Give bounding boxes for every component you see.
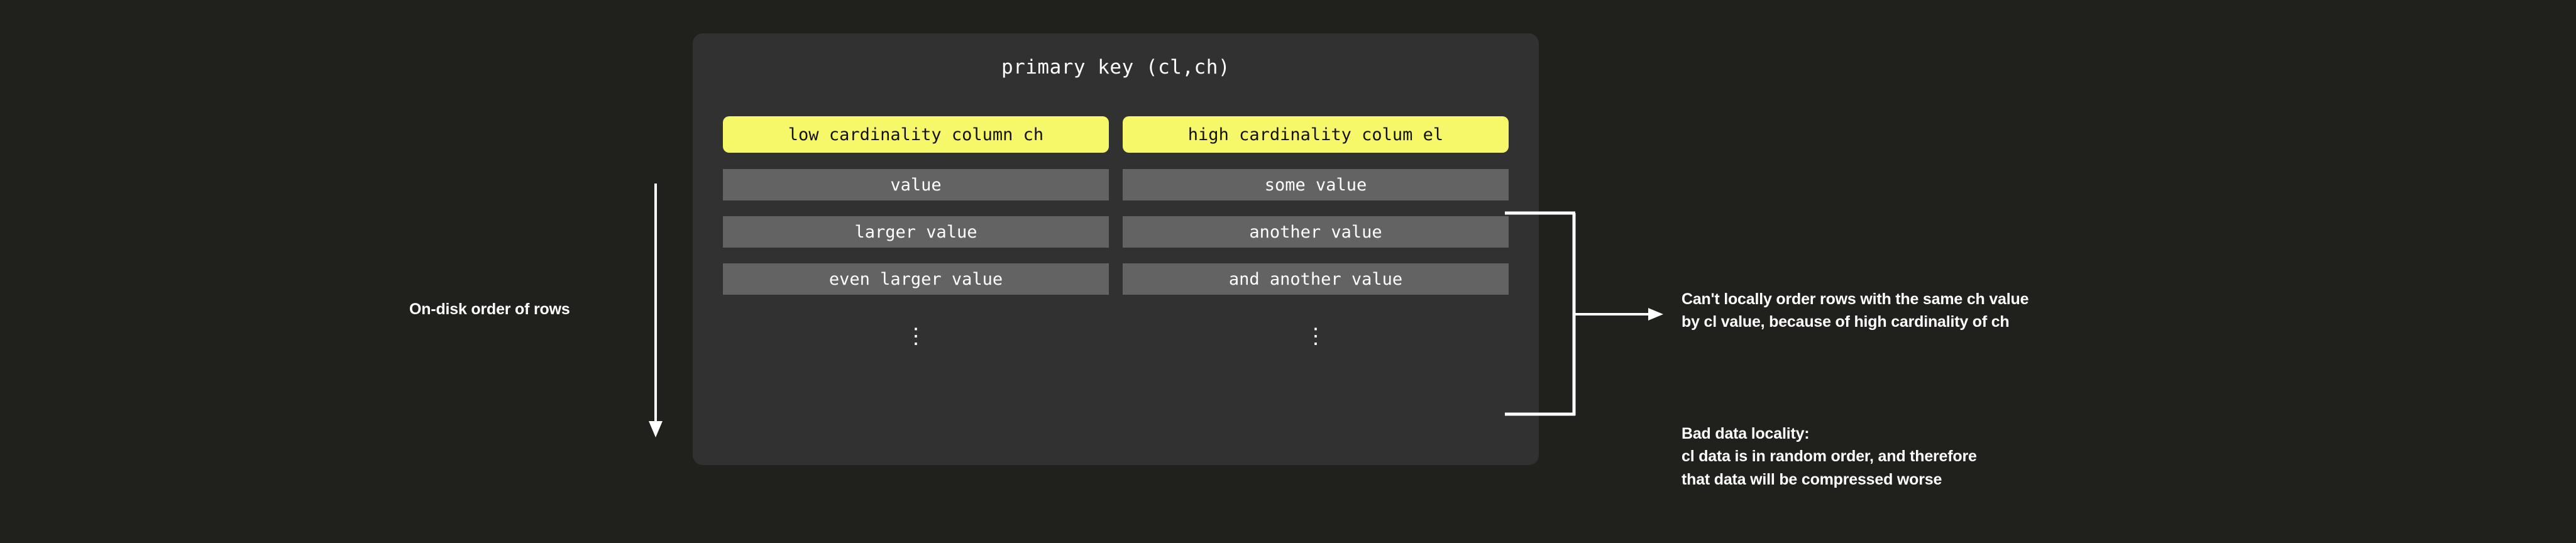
note-data-locality: Bad data locality: cl data is in random … [1682, 425, 1977, 488]
columns-container: low cardinality column ch value larger v… [723, 116, 1509, 358]
note-cardinality: Can't locally order rows with the same c… [1682, 290, 2029, 331]
vertical-ellipsis-icon: ⋮ [905, 324, 927, 349]
cell-value: larger value [723, 216, 1109, 248]
on-disk-order-down-arrow-icon [649, 184, 663, 437]
bracket-connector-arrow-icon [1505, 211, 1663, 416]
vertical-ellipsis-icon: ⋮ [1305, 324, 1326, 349]
cell-value: even larger value [723, 263, 1109, 295]
column-low-cardinality: low cardinality column ch value larger v… [723, 116, 1109, 358]
cell-value: another value [1123, 216, 1509, 248]
column-high-cardinality: high cardinality colum el some value ano… [1123, 116, 1509, 358]
cell-value: and another value [1123, 263, 1509, 295]
diagram-card: primary key (cl,ch) low cardinality colu… [693, 33, 1539, 465]
primary-key-title: primary key (cl,ch) [1001, 56, 1231, 79]
cell-value: some value [1123, 169, 1509, 200]
cell-value: value [723, 169, 1109, 200]
column-header-low-cardinality: low cardinality column ch [723, 116, 1109, 153]
on-disk-order-label: On-disk order of rows [409, 300, 570, 318]
column-header-high-cardinality: high cardinality colum el [1123, 116, 1509, 153]
